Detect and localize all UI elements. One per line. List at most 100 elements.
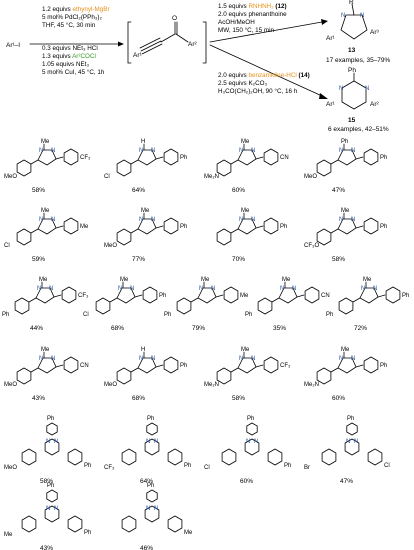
pyrazole-n-substituent-5: Me — [141, 208, 150, 214]
pyrazole-n1-0: N — [39, 148, 43, 154]
pyrazole-left-substituent-4: Cl — [4, 243, 10, 249]
pyrazole-n1-11: N — [280, 286, 284, 292]
pyrazole-n2-6: N — [251, 217, 255, 223]
pyrimidine-n2-0: N — [54, 439, 58, 445]
pyrazole-n1-8: N — [37, 286, 41, 292]
pyrazole-right-ring-14 — [163, 356, 179, 374]
product15-examples: 6 examples, 42–51% — [328, 126, 389, 133]
pyrazole-n-substituent-9: Me — [120, 277, 129, 283]
pyrazole-left-ring-7 — [316, 228, 332, 246]
pyrazole-right-substituent-4: Me — [80, 224, 89, 230]
pyrazole-right-substituent-10: Me — [240, 293, 249, 299]
pyrazole-core-13 — [37, 357, 57, 374]
pyrimidine-top-ring-1 — [146, 422, 158, 436]
pyrimidine-n1-1: N — [146, 439, 150, 445]
cond-left-text-1: 5 mol% PdCl₂(PPh₃)₂ — [42, 14, 102, 21]
pyrazole-core-10 — [197, 287, 217, 304]
pyrazole-left-ring-0 — [16, 159, 32, 177]
cond-left-line-2: THF, 45 °C, 30 min — [42, 21, 96, 29]
pyrazole-right-substituent-9: Ph — [159, 293, 166, 299]
pyrazole-left-substituent-16: Me₂N — [304, 382, 319, 388]
ynone-ar1: Ar¹ — [133, 52, 143, 59]
product15-ar1: Ar¹ — [326, 101, 336, 108]
pyrazole-n-substituent-14: H — [141, 347, 145, 353]
pyrazole-core-2 — [237, 149, 257, 166]
pyrimidine-right-substituent-4: Ph — [84, 530, 91, 536]
pyrazole-n-substituent-10: Me — [201, 277, 210, 283]
pyrazole-left-substituent-11: Ph — [245, 312, 252, 318]
pyrimidine-yield-2: 60% — [240, 478, 253, 485]
pyrazole-n-substituent-16: Me — [341, 347, 350, 353]
pyrazole-n2-14: N — [151, 356, 155, 362]
cond-bottom-line-2: H₃CO(CH₂)₂OH, 90 °C, 16 h — [218, 87, 298, 95]
pyrazole-n1-2: N — [239, 148, 243, 154]
pyrimidine-top-substituent-0: Ph — [47, 416, 54, 422]
pyrazole-n-substituent-13: Me — [41, 347, 50, 353]
pyrazole-n-substituent-8: Me — [39, 277, 48, 283]
pyrazole-n2-1: N — [151, 148, 155, 154]
pyrazole-n1-5: N — [139, 217, 143, 223]
pyrazole-left-ring-10 — [176, 297, 192, 315]
pyrazole-right-ring-1 — [163, 148, 179, 166]
pyrimidine-left-ring-0 — [21, 448, 37, 466]
pyrazole-right-substituent-8: CF₃ — [78, 293, 89, 299]
conditions-bottom: 2.0 equivs benzamidine-HCl (14)2.5 equiv… — [218, 72, 310, 95]
pyrimidine-core-4 — [44, 505, 60, 523]
pyrazole-n2-12: N — [373, 286, 377, 292]
pyrazole-left-substituent-15: Me₂N — [204, 382, 219, 388]
pyrimidine-n1-4: N — [46, 506, 50, 512]
pyrazole-right-ring-6 — [263, 217, 279, 235]
pyrazole-yield-7: 58% — [332, 256, 345, 263]
arrow-head-bottom — [319, 93, 328, 99]
pyrazole-yield-0: 58% — [32, 187, 45, 194]
pyrimidine-top-ring-5 — [146, 489, 158, 503]
ynone-oxygen: O — [172, 15, 177, 22]
pyrazole-left-ring-13 — [16, 367, 32, 385]
pyrimidine-n1-3: N — [346, 439, 350, 445]
pyrazole-n1-15: N — [239, 356, 243, 362]
pyrazole-n-substituent-4: Me — [41, 208, 50, 214]
pyrazole-yield-6: 70% — [232, 256, 245, 263]
pyrimidine-n2-1: N — [154, 439, 158, 445]
pyrazole-right-ring-11 — [304, 286, 320, 304]
pyrimidine-right-substituent-0: Ph — [84, 463, 91, 469]
pyrazole-n2-11: N — [292, 286, 296, 292]
pyrimidine-core-3 — [344, 438, 360, 456]
pyrazole-right-ring-10 — [223, 286, 239, 304]
pyrimidine-left-substituent-0: MeO — [4, 465, 17, 471]
pyrazole-left-ring-8 — [14, 297, 30, 315]
pyrazole-n-substituent-0: Me — [41, 139, 50, 145]
pyrimidine-top-ring-4 — [46, 489, 58, 503]
pyrazole-n1-14: N — [139, 356, 143, 362]
pyrazole-yield-16: 60% — [332, 395, 345, 402]
cond-top-line-1: 2.0 equivs phenanthoine — [218, 11, 287, 18]
pyrazole-n2-7: N — [351, 217, 355, 223]
pyrazole-yield-10: 79% — [192, 325, 205, 332]
pyrazole-core-7 — [337, 218, 357, 235]
cond-left-line-0: 1.2 equivs ethynyl-MgBr — [42, 6, 110, 13]
pyrazole-n2-15: N — [251, 356, 255, 362]
cond-top-line-2: AcOH/MeOH — [218, 19, 255, 26]
pyrimidine-left-ring-5 — [121, 515, 137, 533]
pyrazole-core-16 — [337, 357, 357, 374]
cond-top-tail-0: (12) — [274, 3, 287, 10]
reaction-arrow-top — [209, 21, 323, 43]
pyrimidine-yield-3: 47% — [340, 478, 353, 485]
pyrazole-right-substituent-2: CN — [280, 155, 289, 161]
pyrazole-n-substituent-3: Ph — [341, 139, 348, 145]
cond-bottom-tail-0: (14) — [297, 72, 310, 79]
pyrazole-right-substituent-15: CF₃ — [280, 363, 291, 369]
cond-left-text-0: 1.2 equivs — [42, 6, 72, 13]
pyrazole-left-ring-1 — [116, 159, 132, 177]
cond-bottom-text-0: 2.0 equivs — [218, 72, 248, 79]
pyrimidine-top-ring-2 — [246, 422, 258, 436]
pyrazole-yield-9: 68% — [111, 325, 124, 332]
pyrimidine-n2-4: N — [54, 506, 58, 512]
product-pyrimidine-15: Ph N N Ar¹ Ar² 15 6 examples, 42–51% — [326, 67, 389, 133]
